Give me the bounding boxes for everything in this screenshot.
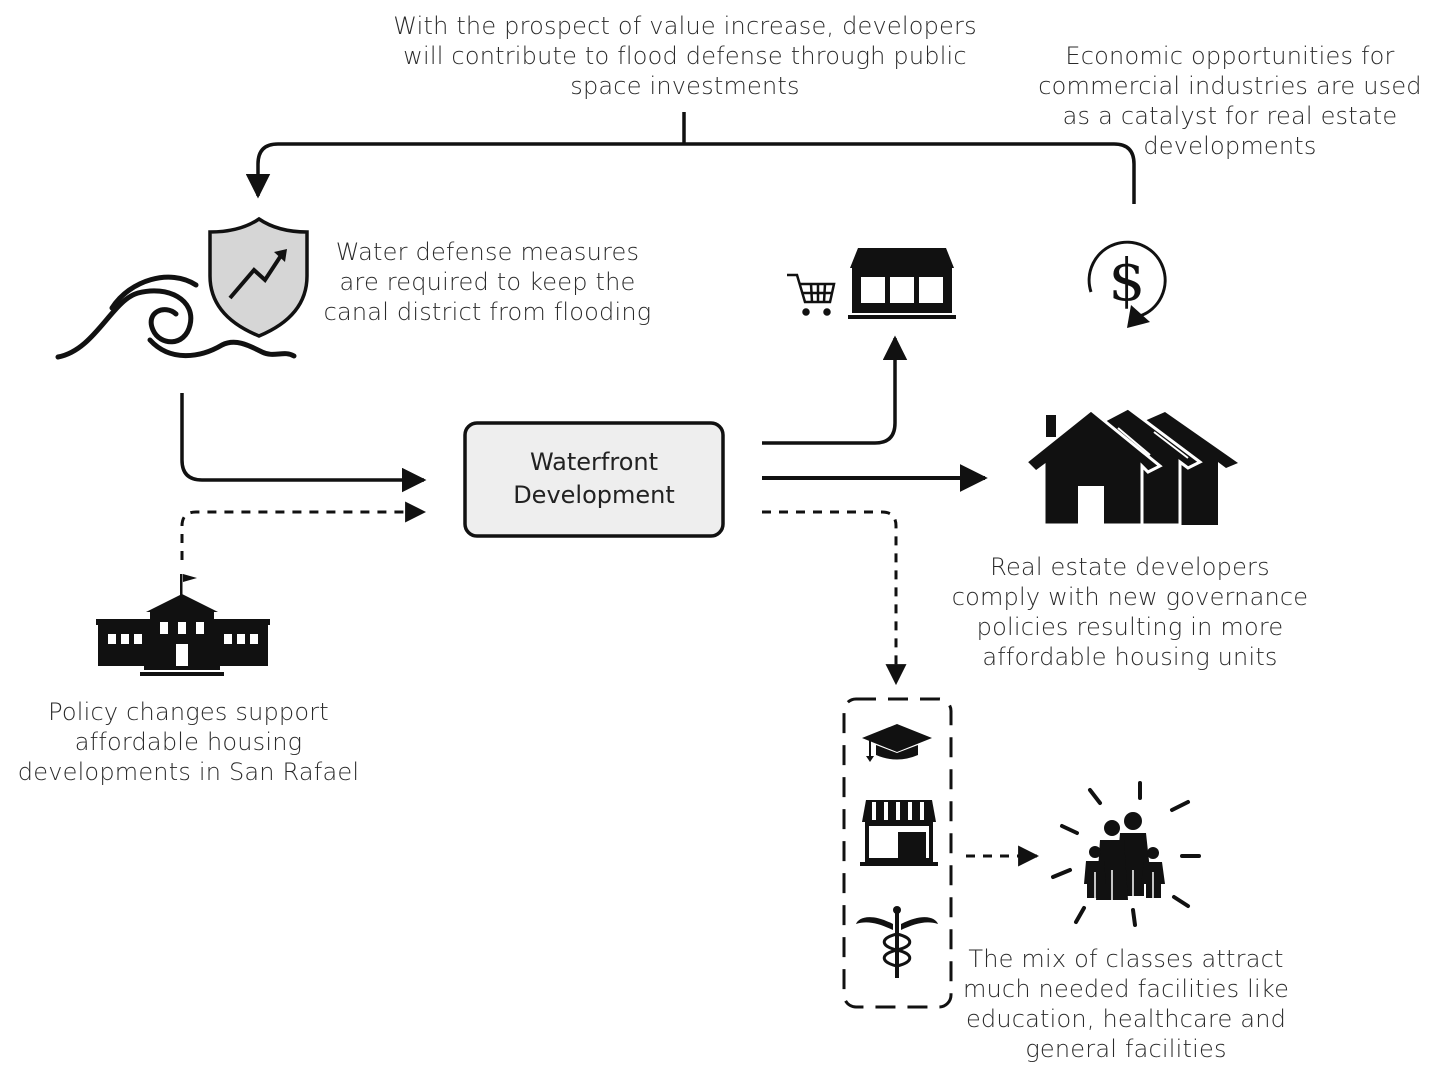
top-center-label: With the prospect of value increase, dev…	[380, 11, 990, 101]
water-to-development-arrow	[180, 393, 427, 493]
real-estate-label: Real estate developers comply with new g…	[935, 552, 1325, 672]
svg-text:$: $	[1109, 246, 1146, 314]
houses-icon	[1023, 406, 1238, 527]
facilities-label: The mix of classes attract much needed f…	[950, 944, 1302, 1064]
policy-label: Policy changes support affordable housin…	[10, 697, 367, 787]
facilities-line-4: general facilities	[1025, 1035, 1227, 1063]
center-box-line-2: Development	[513, 481, 675, 509]
water-defense-line-2: are required to keep the	[339, 268, 636, 296]
real-estate-line-2: comply with new governance	[951, 583, 1309, 611]
development-to-facilities-arrow	[762, 510, 907, 686]
policy-line-3: developments in San Rafael	[17, 758, 360, 786]
top-center-line-2: will contribute to flood defense through…	[403, 42, 967, 70]
real-estate-line-4: affordable housing units	[982, 643, 1278, 671]
real-estate-line-3: policies resulting in more	[976, 613, 1284, 641]
policy-to-development-arrow	[180, 501, 427, 560]
shield-growth-icon	[208, 216, 309, 338]
shopping-cart-icon	[787, 273, 836, 316]
graduation-cap-icon	[862, 724, 932, 762]
development-to-store-arrow	[762, 335, 908, 445]
top-right-line-2: commercial industries are used	[1038, 72, 1422, 100]
wave-icon	[55, 274, 297, 360]
top-center-line-3: space investments	[570, 72, 800, 100]
dollar-cycle-icon: $	[1087, 240, 1167, 328]
market-stall-icon	[860, 800, 938, 866]
facilities-line-3: education, healthcare and	[965, 1005, 1287, 1033]
center-box-line-1: Waterfront	[529, 448, 659, 476]
top-center-line-1: With the prospect of value increase, dev…	[393, 12, 977, 40]
facilities-dashed-box	[842, 697, 953, 1009]
waterfront-development-label: Waterfront Development	[465, 446, 723, 512]
policy-line-1: Policy changes support	[48, 698, 329, 726]
facilities-line-1: The mix of classes attract	[968, 945, 1284, 973]
top-right-line-4: developments	[1143, 132, 1317, 160]
storefront-icon	[848, 248, 956, 319]
caduceus-icon	[856, 906, 938, 978]
top-right-label: Economic opportunities for commercial in…	[1030, 41, 1430, 161]
real-estate-line-1: Real estate developers	[990, 553, 1270, 581]
facilities-line-2: much needed facilities like	[962, 975, 1290, 1003]
waterfront-development-box	[463, 421, 725, 538]
water-defense-label: Water defense measures are required to k…	[315, 237, 660, 327]
top-right-line-1: Economic opportunities for	[1065, 42, 1395, 70]
family-icon	[1051, 781, 1201, 927]
top-right-line-3: as a catalyst for real estate	[1062, 102, 1398, 130]
water-defense-line-1: Water defense measures	[335, 238, 640, 266]
policy-line-2: affordable housing	[74, 728, 303, 756]
top-feedback-connector	[245, 112, 1136, 204]
water-defense-line-3: canal district from flooding	[323, 298, 652, 326]
government-building-icon	[96, 574, 270, 676]
